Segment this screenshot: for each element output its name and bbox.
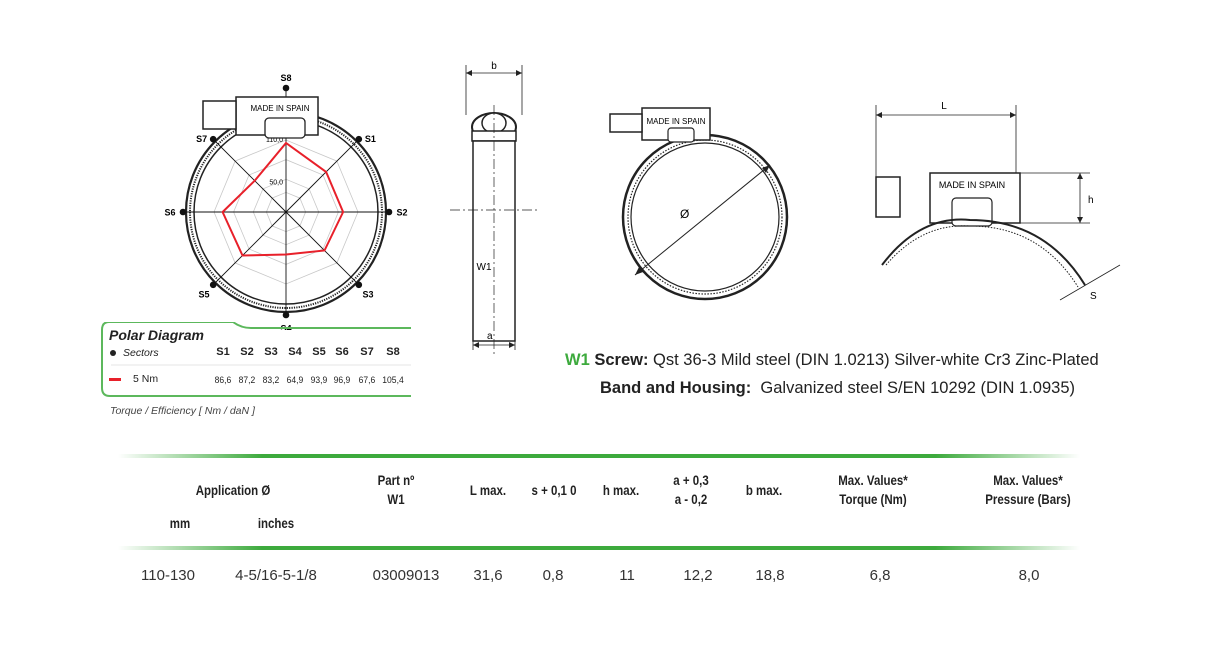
polar-legend: Polar Diagram Sectors 5 Nm S1 86,6 S2 87,2 S… — [101, 322, 411, 397]
table-cell: 31,6 — [473, 567, 503, 584]
series-line-icon — [109, 378, 121, 381]
legend-sector-s7: S7 — [360, 346, 374, 358]
dim-L-label: L — [941, 101, 947, 112]
header-a-2: a - 0,2 — [674, 491, 708, 507]
sector-dot-s1 — [355, 135, 363, 143]
sector-dot-s4 — [282, 311, 290, 319]
sector-dot-s3 — [355, 281, 363, 289]
header-l-max: L max. — [469, 482, 507, 498]
table-cell: 12,2 — [683, 567, 713, 584]
axis-s5 — [212, 211, 287, 286]
clamp-bridge — [264, 117, 306, 139]
header-part-2: W1 — [387, 491, 405, 507]
table-cell: 18,8 — [755, 567, 785, 584]
table-cell: 0,8 — [542, 567, 564, 584]
material-code: W1 — [565, 351, 590, 369]
header-inches: inches — [257, 515, 295, 531]
legend-sector-s3: S3 — [264, 346, 278, 358]
sector-label-s8: S8 — [280, 73, 291, 83]
axis-s3 — [285, 211, 360, 286]
side-view-drawing: b W1 a — [450, 61, 540, 355]
table-cell: 6,8 — [869, 567, 891, 584]
front-view-drawing: MADE IN SPAIN Ø — [609, 107, 789, 301]
header-application: Application Ø — [195, 482, 271, 498]
legend-value-s7: 67,6 — [358, 375, 376, 386]
table-cell: 8,0 — [1018, 567, 1040, 584]
dim-diameter-label: Ø — [680, 207, 689, 221]
table-top-divider — [118, 454, 1080, 458]
dim-w1-label: W1 — [477, 262, 492, 273]
legend-value-s5: 93,9 — [310, 375, 328, 386]
legend-sector-s1: S1 — [216, 346, 230, 358]
header-a-1: a + 0,3 — [673, 472, 709, 488]
series-5nm-line — [221, 141, 345, 257]
sector-label-s7: S7 — [196, 134, 207, 144]
polar-caption: Torque / Efficiency [ Nm / daN ] — [110, 405, 255, 417]
stamp-text-polar: MADE IN SPAIN — [251, 104, 310, 113]
legend-value-s4: 64,9 — [286, 375, 304, 386]
sector-dot-s5 — [209, 281, 217, 289]
stamp-text-2: MADE IN SPAIN — [939, 180, 1005, 190]
sector-dot-icon — [110, 350, 116, 356]
screw-label: Screw: — [594, 351, 649, 369]
header-b-max: b max. — [745, 482, 783, 498]
sector-label-s5: S5 — [198, 290, 209, 300]
legend-sector-s5: S5 — [312, 346, 326, 358]
stamp-text: MADE IN SPAIN — [647, 117, 706, 126]
polar-legend-title: Polar Diagram — [109, 327, 204, 343]
clamp-screw — [202, 100, 237, 130]
axis-s1 — [285, 138, 360, 213]
header-pressure-2: Pressure (Bars) — [985, 491, 1071, 507]
legend-sector-s6: S6 — [335, 346, 349, 358]
legend-sector-s8: S8 — [386, 346, 400, 358]
materials-band: Band and Housing: Galvanized steel S/EN … — [600, 379, 1075, 398]
legend-value-s3: 83,2 — [262, 375, 280, 386]
sectors-label: Sectors — [123, 347, 159, 359]
band-label: Band and Housing: — [600, 379, 752, 397]
screw-text: Qst 36-3 Mild steel (DIN 1.0213) Silver-… — [653, 351, 1099, 369]
table-cell: 11 — [619, 567, 635, 584]
sector-label-s1: S1 — [365, 134, 376, 144]
header-pressure-1: Max. Values* — [993, 472, 1063, 488]
materials-screw: W1 Screw: Qst 36-3 Mild steel (DIN 1.021… — [565, 351, 1099, 370]
sector-dot-s7 — [209, 135, 217, 143]
sector-label-s4: S4 — [280, 324, 291, 331]
header-torque-2: Torque (Nm) — [839, 491, 907, 507]
sector-dot-s6 — [179, 208, 187, 216]
series-label: 5 Nm — [133, 373, 159, 385]
header-h-max: h max. — [602, 482, 640, 498]
dim-s-label: S — [1090, 291, 1097, 302]
dim-b-label: b — [491, 61, 497, 72]
ring-label-110: 110,0 — [266, 137, 283, 144]
sector-dot-s8 — [282, 84, 290, 92]
sector-label-s6: S6 — [164, 208, 175, 218]
ring-label-50: 50,0 — [269, 179, 283, 186]
sector-label-s2: S2 — [396, 208, 407, 218]
band-text: Galvanized steel S/EN 10292 (DIN 1.0935) — [760, 379, 1076, 397]
table-header-divider — [118, 546, 1080, 550]
sector-label-s3: S3 — [363, 290, 374, 300]
dim-a-label: a — [487, 331, 493, 342]
table-cell: 110-130 — [141, 567, 195, 584]
legend-value-s8: 105,4 — [382, 375, 404, 386]
legend-value-s1: 86,6 — [214, 375, 232, 386]
dim-h-label: h — [1088, 195, 1094, 206]
header-mm: mm — [169, 515, 191, 531]
legend-sector-s4: S4 — [288, 346, 302, 358]
legend-value-s2: 87,2 — [238, 375, 256, 386]
header-torque-1: Max. Values* — [838, 472, 908, 488]
header-part-1: Part nº — [377, 472, 415, 488]
legend-value-s6: 96,9 — [333, 375, 351, 386]
top-view-drawing: L MADE IN SPAIN h S — [875, 101, 1121, 302]
axis-s7 — [212, 138, 287, 213]
legend-sector-s2: S2 — [240, 346, 254, 358]
table-cell: 03009013 — [372, 567, 440, 584]
sector-dot-s2 — [385, 208, 393, 216]
header-s: s + 0,1 0 — [531, 482, 577, 498]
table-cell: 4-5/16-5-1/8 — [235, 567, 317, 584]
